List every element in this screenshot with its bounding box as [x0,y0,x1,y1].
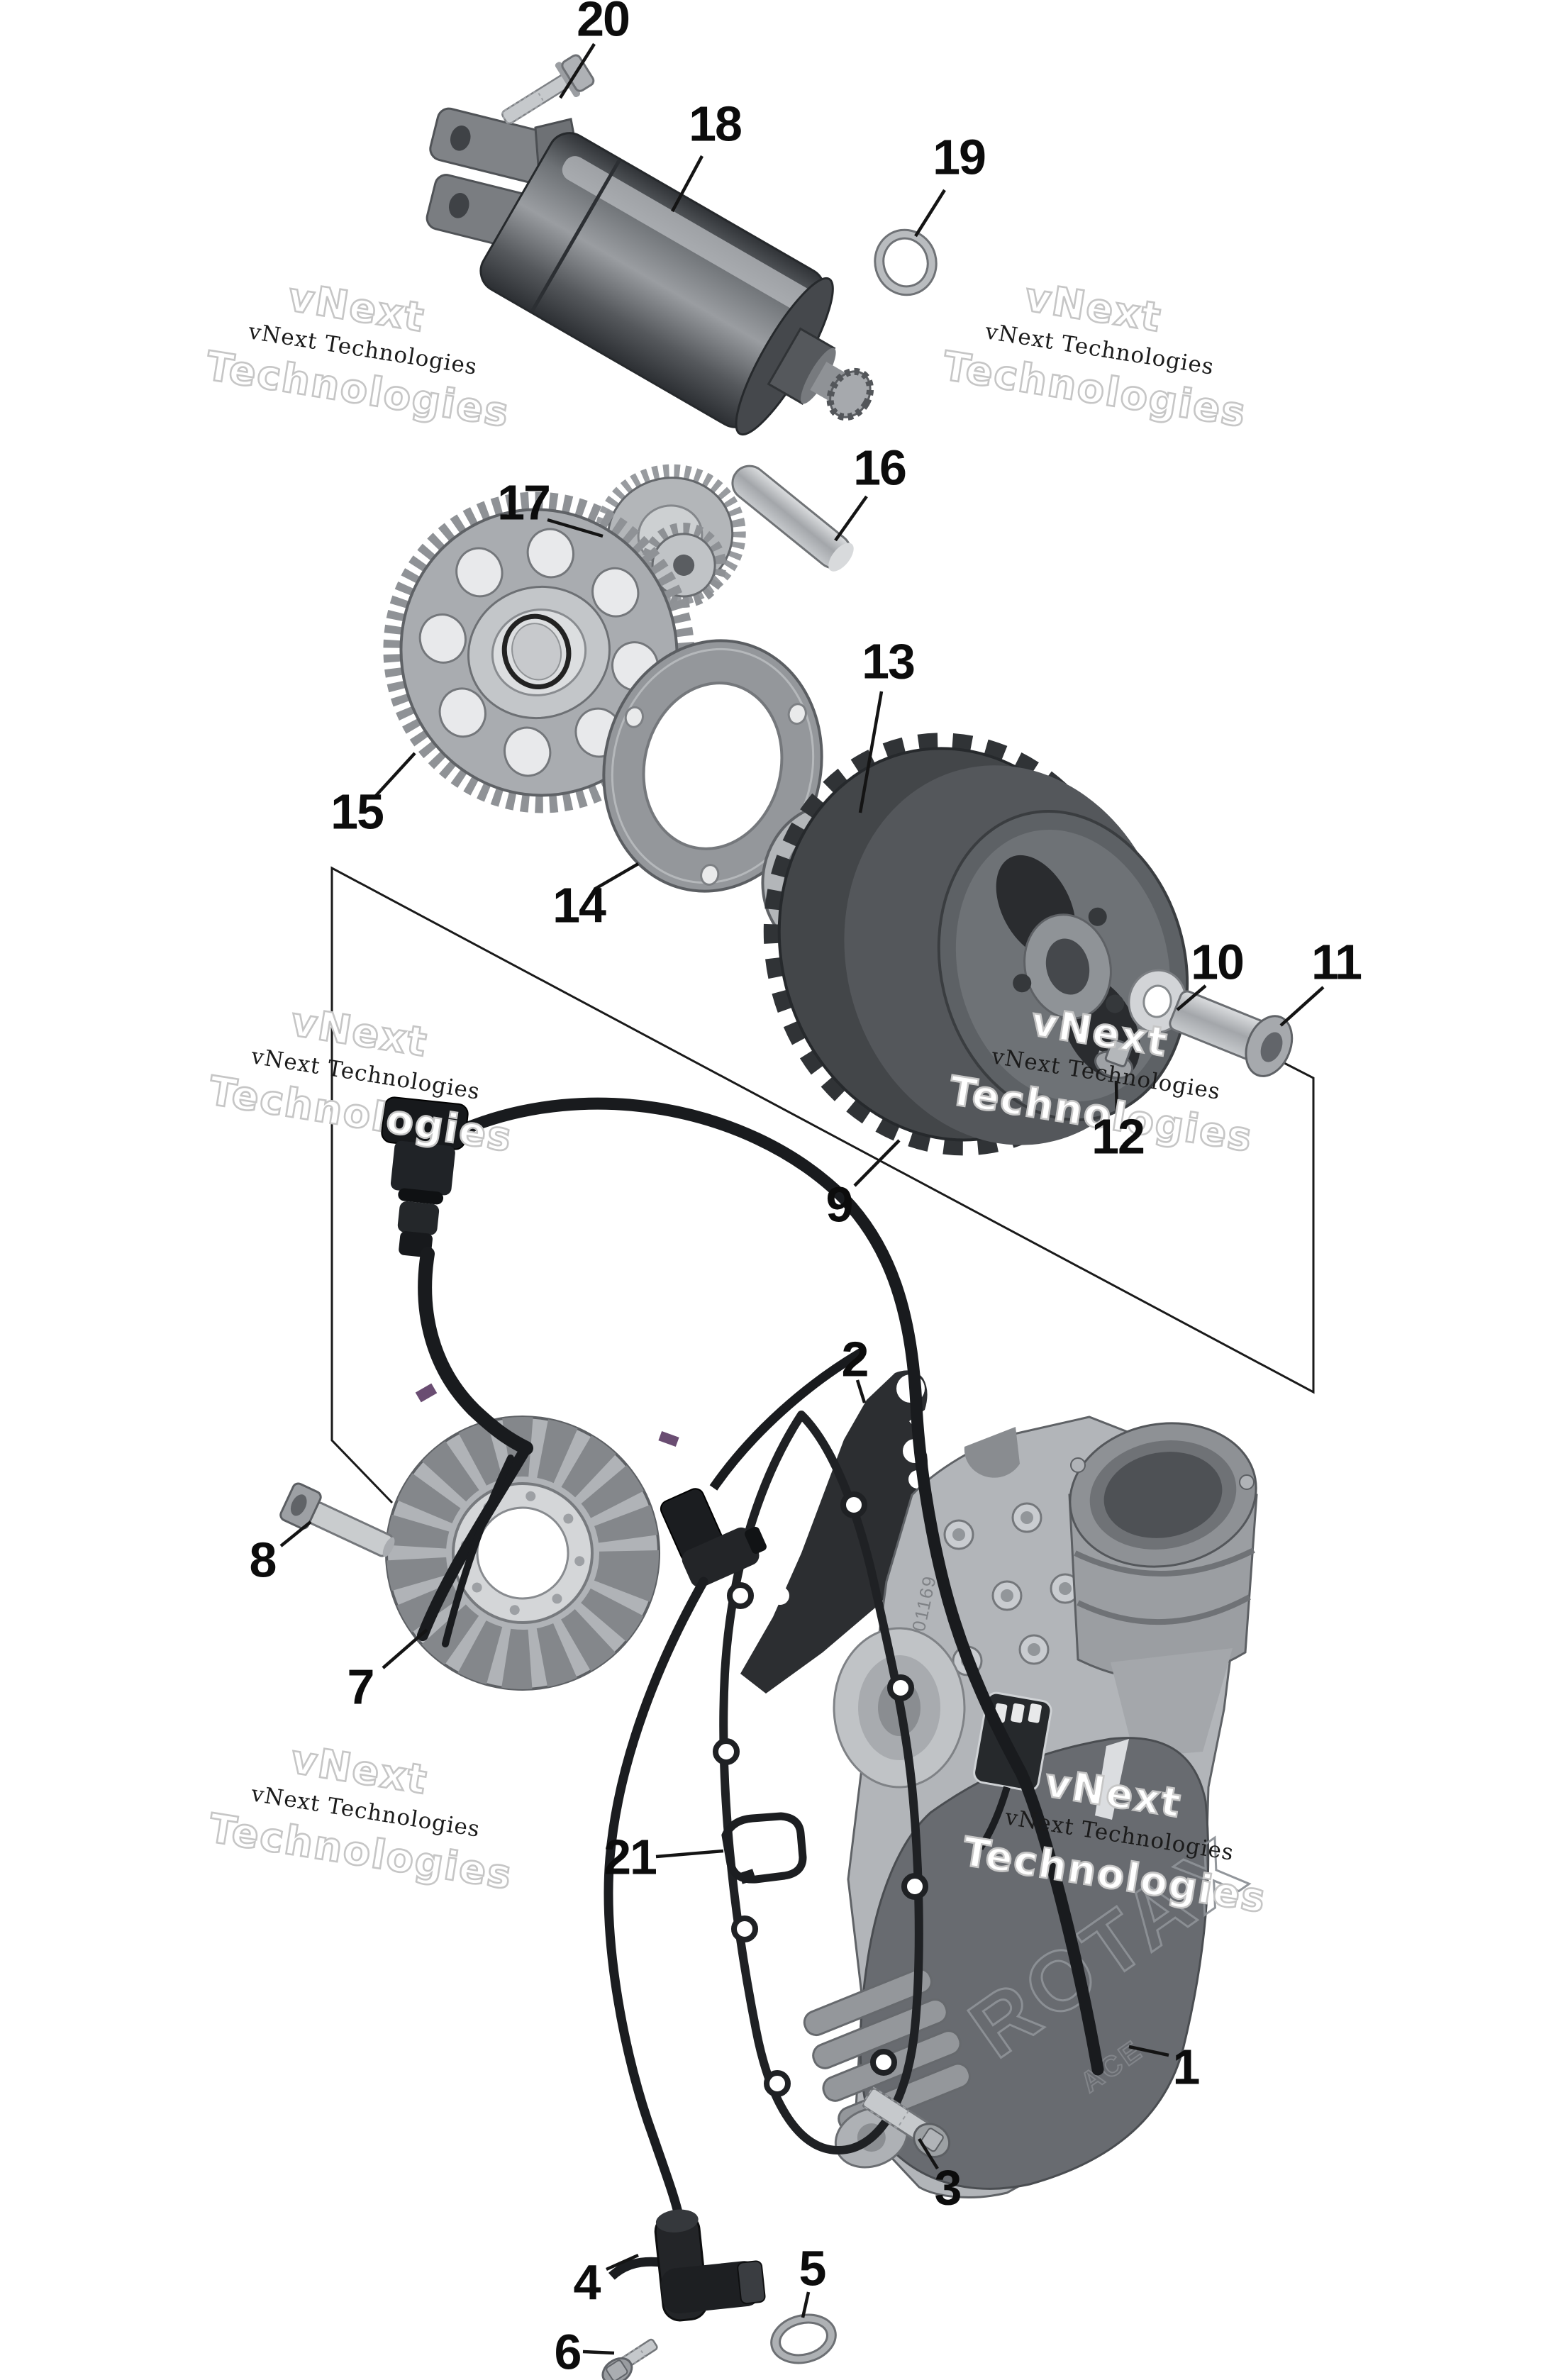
part-bolt-12 [1094,1038,1134,1079]
wire-tie [415,1383,438,1403]
callout-label-20: 20 [577,0,630,47]
sensor-cable [604,1577,708,2223]
leader-line-19 [914,189,946,238]
callout-label-1: 1 [1172,2039,1201,2095]
callout-label-12: 12 [1091,1108,1145,1164]
callout-label-2: 2 [841,1331,869,1387]
leader-line-3 [918,2137,939,2170]
leader-line-5 [801,2291,811,2318]
callout-label-18: 18 [689,96,743,152]
part-position-sensor-4 [608,2209,766,2322]
wire-tie [658,1430,679,1447]
part-bolt-11 [1169,990,1294,1077]
leader-line-20 [559,43,596,99]
leader-line-4 [606,2253,639,2271]
connector-tail-wire [977,1786,1011,1850]
leader-line-15 [374,752,416,797]
callout-label-14: 14 [552,877,606,933]
callout-label-5: 5 [799,2240,827,2296]
callout-label-19: 19 [933,129,986,185]
stator-harness-plug [381,1096,469,1258]
callout-label-17: 17 [497,474,551,530]
leader-line-21 [655,1849,724,1859]
reference-outline [330,866,1315,1504]
part-o-ring-19 [874,228,938,296]
part-clip-21 [721,1812,807,1884]
leader-line-7 [382,1628,428,1669]
leader-line-9 [853,1139,901,1187]
part-clutch-gear-15 [383,491,695,813]
leader-line-16 [834,495,868,542]
callout-label-10: 10 [1191,934,1245,990]
callout-label-4: 4 [573,2254,601,2311]
callout-label-21: 21 [604,1829,657,1885]
leader-lines [279,43,1325,2355]
part-bolt-6 [601,2338,658,2380]
callout-label-8: 8 [249,1532,277,1588]
leader-line-17 [547,518,604,538]
leader-line-12 [1114,1080,1119,1121]
leader-line-13 [858,691,884,813]
callout-label-15: 15 [330,784,384,840]
leader-line-6 [582,2350,615,2355]
leader-line-14 [593,862,640,891]
callout-label-16: 16 [853,440,907,496]
stator-wires [417,1247,533,1647]
callout-label-13: 13 [862,633,916,689]
part-bearing-flange-14 [602,639,823,893]
callout-label-11: 11 [1311,934,1362,990]
part-cover-gasket-outline [713,1411,928,2155]
part-bolt-20 [501,54,595,125]
part-bolt-8 [279,1482,395,1557]
leader-line-11 [1279,986,1325,1027]
part-electric-starter-18 [426,107,874,436]
callout-label-9: 9 [825,1177,854,1233]
callout-label-6: 6 [554,2324,582,2380]
leader-line-1 [1128,2045,1169,2057]
leader-line-10 [1176,984,1207,1011]
part-pin-16 [731,465,854,572]
harness-elbow-connector [660,1488,767,1588]
leader-line-2 [855,1379,867,1403]
leader-line-8 [279,1520,312,1547]
callout-label-7: 7 [347,1659,375,1715]
engine-cylinder-bore [1068,1422,1258,1757]
leader-line-18 [671,155,704,213]
wiring-harness-main [458,1097,1104,2076]
part-bolt-3 [860,2086,951,2158]
part-o-ring-5 [770,2313,837,2364]
callout-label-3: 3 [934,2159,962,2215]
harness-branch-wire [709,1347,867,1491]
